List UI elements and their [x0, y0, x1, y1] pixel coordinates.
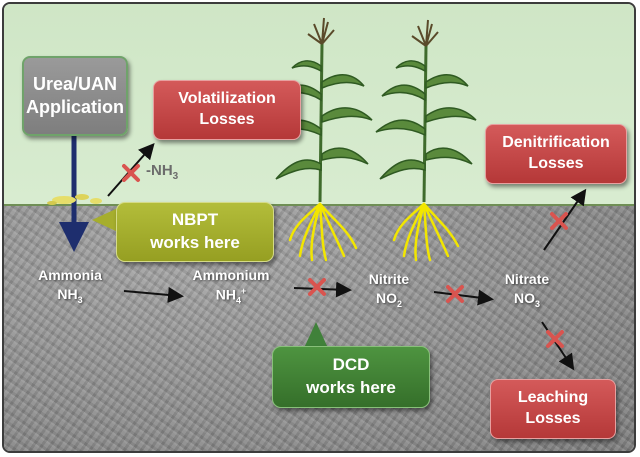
nitrate-label: Nitrate NO3 [492, 270, 562, 310]
denitrification-losses-box: Denitrification Losses [485, 124, 627, 184]
compound-name: Nitrate [504, 271, 550, 287]
dcd-callout: DCD works here [272, 346, 430, 408]
nitrite-label: Nitrite NO2 [354, 270, 424, 310]
compound-formula: NH3 [57, 285, 83, 305]
compound-formula: NO3 [513, 289, 540, 309]
leaching-arrow-icon [541, 321, 575, 371]
blocked-x-icon [122, 164, 140, 182]
ammonia-to-ammonium-arrow-icon [123, 286, 184, 303]
roots-icon [392, 202, 460, 262]
compound-formula: NH4+ [215, 285, 247, 306]
nh3-loss-label: -NH3 [146, 162, 179, 182]
blocked-x-icon [546, 330, 564, 348]
denitrification-arrow-icon [543, 188, 587, 251]
compound-name: Ammonia [38, 267, 102, 283]
blocked-x-icon [446, 285, 464, 303]
diagram-frame: Urea/UAN Application Volatilization Loss… [2, 2, 636, 453]
leaching-losses-box: Leaching Losses [490, 379, 616, 439]
diagram-graphics [47, 17, 587, 371]
corn-plant-icon [375, 19, 477, 203]
application-box: Urea/UAN Application [22, 56, 128, 136]
nitrite-to-nitrate-arrow-icon [433, 289, 494, 306]
fertilizer-granules-icon [47, 194, 102, 205]
nbpt-callout-tail [92, 208, 118, 232]
ammonia-label: Ammonia NH3 [30, 266, 110, 306]
blocked-x-icon [308, 278, 326, 296]
volatilization-losses-box: Volatilization Losses [153, 80, 301, 140]
application-box-line1: Urea/UAN [32, 73, 118, 94]
application-box-line2: Application [26, 97, 124, 117]
nbpt-callout: NBPT works here [116, 202, 274, 262]
ammonium-label: Ammonium NH4+ [186, 266, 276, 306]
compound-formula: NO2 [375, 289, 402, 309]
blocked-x-icon [550, 212, 568, 230]
roots-icon [288, 202, 358, 262]
compound-name: Nitrite [368, 271, 410, 287]
compound-name: Ammonium [192, 267, 270, 283]
dcd-callout-tail [304, 322, 328, 348]
